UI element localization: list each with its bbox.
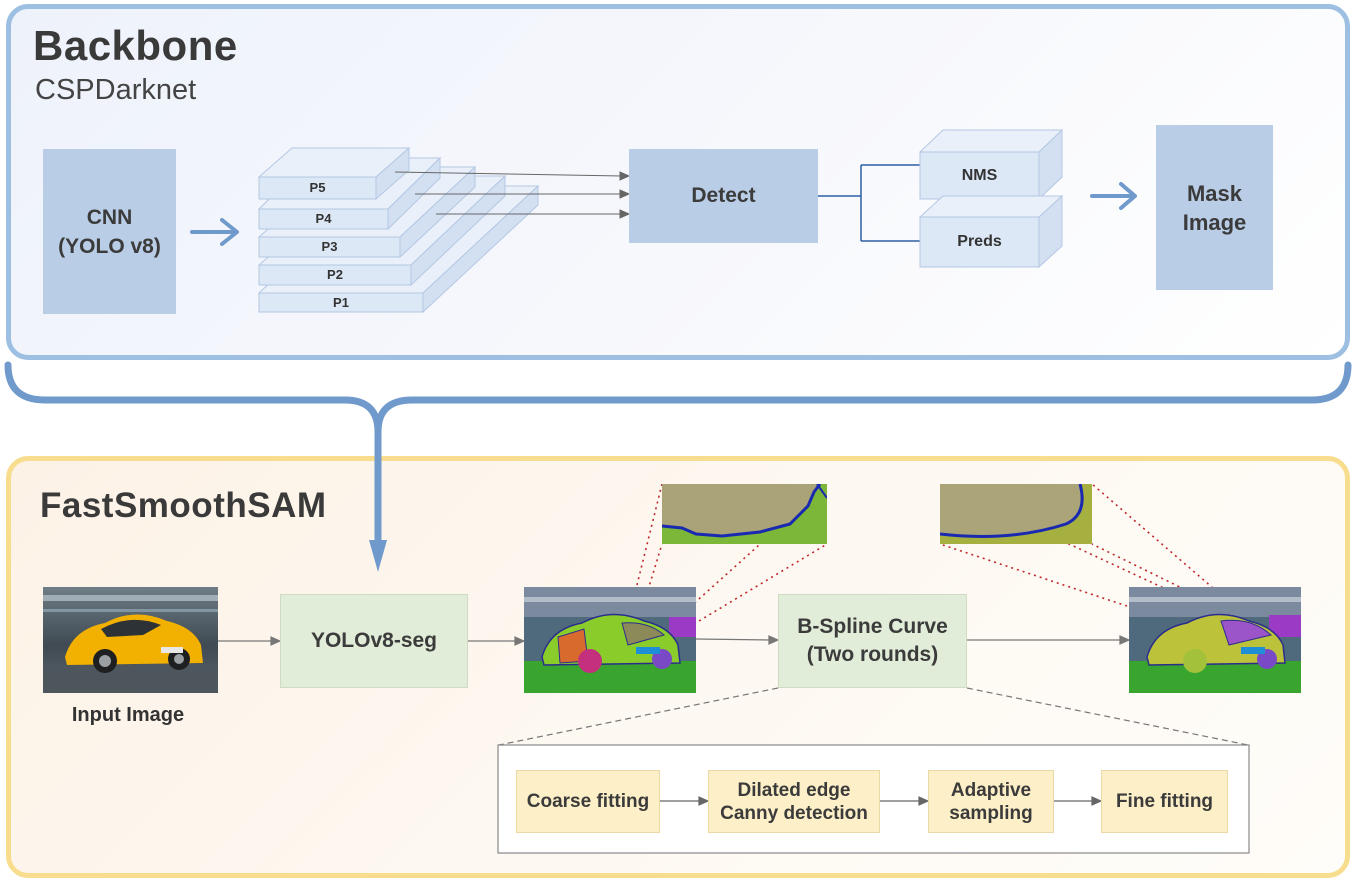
segmented-image-smooth [1129, 587, 1301, 693]
segmented-image-coarse [524, 587, 696, 693]
preds-label: Preds [957, 233, 1002, 250]
pyramid-label-p3: P3 [321, 239, 338, 254]
substep-canny-detection: Dilated edge Canny detection [708, 770, 880, 833]
input-image-caption: Input Image [71, 704, 185, 726]
cnn-block: CNN (YOLO v8) [43, 149, 176, 314]
mask-image-block: Mask Image [1156, 125, 1273, 290]
pyramid-label-p1: P1 [333, 295, 349, 310]
substep-adaptive-sampling: Adaptive sampling [928, 770, 1054, 833]
backbone-subtitle: CSPDarknet [35, 74, 197, 106]
yolov8-seg-block: YOLOv8-seg [280, 594, 468, 688]
input-image [43, 587, 218, 693]
zoom-inset-smooth [940, 484, 1092, 544]
backbone-title: Backbone [33, 22, 238, 69]
detect-block: Detect [629, 149, 818, 243]
pyramid-label-p5: P5 [309, 180, 326, 195]
substep-fine-fitting: Fine fitting [1101, 770, 1228, 833]
substep-coarse-fitting: Coarse fitting [516, 770, 660, 833]
pyramid-label-p4: P4 [315, 211, 332, 226]
zoom-inset-coarse [662, 484, 827, 544]
pyramid-label-p2: P2 [327, 267, 343, 282]
bspline-block: B-Spline Curve (Two rounds) [778, 594, 967, 688]
fastsmoothsam-title: FastSmoothSAM [40, 486, 327, 525]
nms-label: NMS [961, 167, 998, 184]
